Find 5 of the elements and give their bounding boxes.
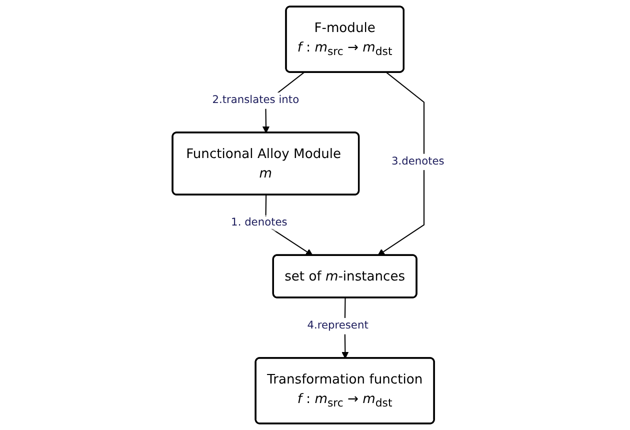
edge-label: 1. denotes — [232, 216, 288, 229]
arrow — [378, 72, 425, 256]
edge-label: 3.denotes — [392, 155, 445, 168]
edge-label: 2.translates into — [212, 94, 300, 106]
edge-label: 4.represent — [308, 320, 369, 332]
